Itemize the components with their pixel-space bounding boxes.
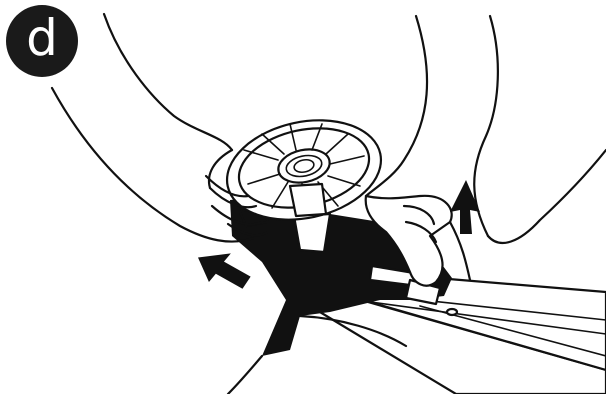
arrow-left-icon (192, 244, 256, 294)
arrow-up-icon (450, 180, 480, 234)
right-hand (366, 16, 606, 286)
